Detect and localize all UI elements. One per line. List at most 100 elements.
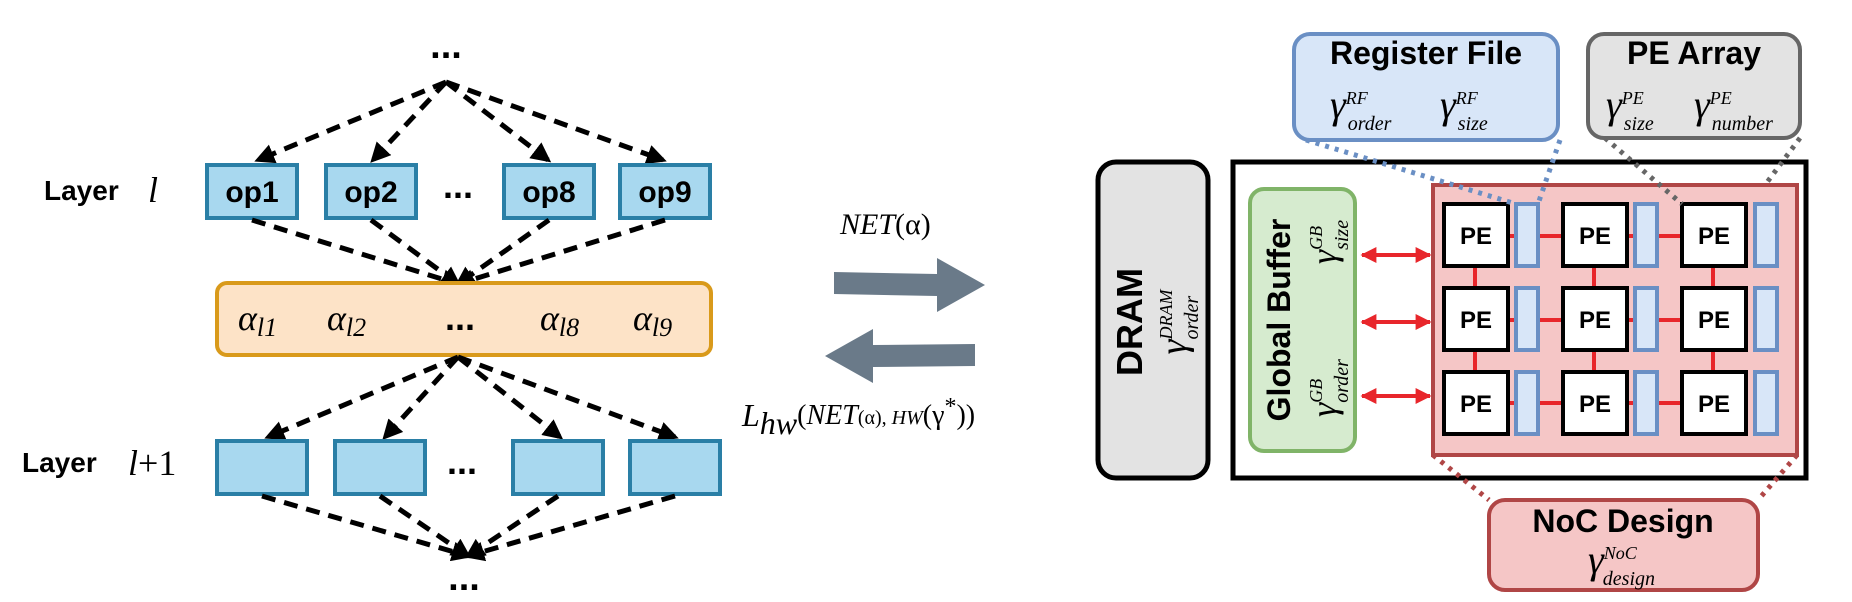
alpha-box (215, 281, 713, 357)
edge-top-op2 (370, 80, 448, 163)
pe-2-2-label: PE (1579, 307, 1611, 334)
alpha-fanout-edges (264, 354, 679, 441)
rf-callout-right (1535, 139, 1563, 205)
pe-3-3-label: PE (1698, 391, 1730, 418)
next-op-box-4 (628, 439, 722, 496)
rf-3-3 (1753, 370, 1779, 436)
pe-3-3 (1680, 370, 1748, 436)
op8-label: op8 (522, 176, 575, 209)
alpha-l9: αl9 (633, 298, 672, 342)
edge-op9-merge (454, 217, 666, 289)
edge-op2-merge (369, 217, 462, 287)
noc-design-title: NoC Design (1532, 503, 1713, 539)
next-ops-ellipsis: ... (447, 441, 477, 482)
bottom-merge-edges (261, 493, 676, 562)
pe-1-1-label: PE (1460, 223, 1492, 250)
layer-l1-label: Layer (22, 447, 97, 478)
edge-b3-bottom (464, 493, 560, 559)
alpha-l8: αl8 (540, 298, 579, 342)
alpha-l2: αl2 (327, 298, 366, 342)
pe-1-3-label: PE (1698, 223, 1730, 250)
edge-b4-bottom (464, 493, 676, 562)
layer-l-var: l (148, 170, 158, 210)
nas-supernet: ... Layer l op1 op2 ... op8 op9 (22, 25, 722, 599)
edge-merge-b2 (382, 355, 460, 440)
edge-merge-b4 (457, 354, 679, 441)
layer-l-label: Layer (44, 175, 119, 206)
pe-1-1 (1442, 202, 1510, 268)
op2-label: op2 (344, 176, 397, 209)
bottom-ellipsis: ... (448, 557, 480, 599)
pe-1-2-label: PE (1579, 223, 1611, 250)
op1-box (205, 163, 299, 220)
register-file-title: Register File (1330, 35, 1522, 71)
layer-l1-var: l+1 (128, 443, 176, 483)
global-buffer-box (1248, 187, 1357, 453)
alpha-l1: αl1 (238, 298, 277, 342)
edge-b1-bottom (261, 493, 472, 562)
register-file-box (1292, 32, 1560, 142)
pe-1-3 (1680, 202, 1748, 268)
noc-design-box (1487, 498, 1760, 592)
pe-array-box (1586, 32, 1802, 140)
ops-ellipsis: ... (443, 165, 473, 206)
noc-callout-left (1431, 453, 1491, 502)
rf-1-2 (1633, 202, 1659, 268)
rf-1-3 (1753, 202, 1779, 268)
loss-hw-label: Lhw(NET(α), HW(γ*)) (741, 394, 975, 441)
edge-merge-b3 (456, 355, 564, 440)
forward-arrow (834, 258, 985, 312)
pe-3-2 (1561, 370, 1629, 436)
op1-label: op1 (225, 176, 278, 209)
dram-title: DRAM (1109, 268, 1150, 376)
rf-3-2 (1633, 370, 1659, 436)
dram-box (1095, 159, 1211, 481)
rf-callout-left (1305, 137, 1517, 207)
rf-2-3 (1753, 286, 1779, 352)
callout-lines (1305, 136, 1803, 502)
middle-exchange: NET(α) Lhw(NET(α), HW(γ*)) (741, 208, 985, 441)
pe-3-1 (1442, 370, 1510, 436)
ops-merge-edges (251, 217, 666, 289)
rf-3-1 (1514, 370, 1540, 436)
pe-2-1 (1442, 286, 1510, 352)
gb-pe-links (1360, 247, 1432, 404)
pe-2-3-label: PE (1698, 307, 1730, 334)
pe-array-title: PE Array (1627, 35, 1761, 71)
alpha-labels: αl1 αl2 αl8 αl9 (238, 298, 672, 342)
op8-box (502, 163, 596, 220)
next-op-box-2 (333, 439, 427, 496)
pe-2-2 (1561, 286, 1629, 352)
edge-top-op9 (445, 79, 667, 164)
pe-array-callout-left (1603, 136, 1684, 206)
pe-grid: PE PE PE PE PE PE PE PE (1442, 202, 1779, 436)
pe-2-1-label: PE (1460, 307, 1492, 334)
top-fanout-edges (254, 79, 667, 164)
top-ellipsis: ... (430, 25, 462, 67)
rf-2-1 (1514, 286, 1540, 352)
pe-1-2 (1561, 202, 1629, 268)
edge-b2-bottom (378, 493, 472, 559)
alpha-ellipsis: ... (445, 297, 475, 338)
rf-1-1 (1514, 202, 1540, 268)
edge-top-op1 (254, 79, 447, 164)
global-buffer-title: Global Buffer (1261, 219, 1297, 422)
backward-arrow (825, 329, 975, 383)
pe-3-2-label: PE (1579, 391, 1611, 418)
next-layer-boxes: ... (215, 439, 722, 496)
edge-op8-merge (454, 217, 551, 287)
net-alpha-label: NET(α) (839, 208, 931, 241)
edge-op1-merge (251, 217, 462, 289)
op-boxes: op1 op2 ... op8 op9 (205, 163, 712, 220)
